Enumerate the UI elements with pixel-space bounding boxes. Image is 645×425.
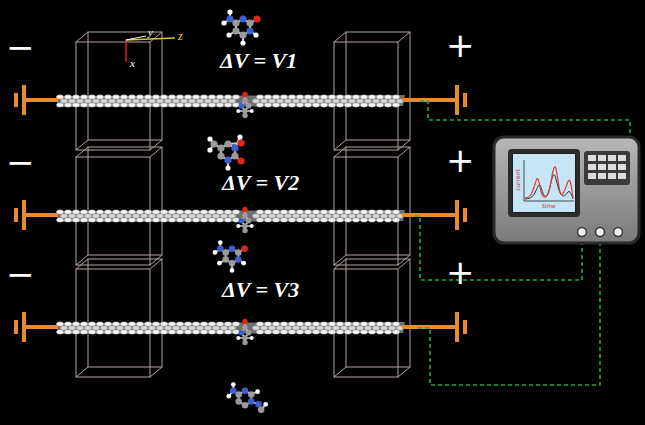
electrode-lead [16,200,465,230]
voltage-label: ΔV = V1 [220,50,297,72]
molecule [213,240,248,273]
polarity-sign: − [6,257,35,291]
electrode-box [334,32,410,150]
polarity-sign: − [6,30,35,64]
electrode-box [334,147,410,265]
measurement-wire [418,238,600,385]
meter-screen: current time [512,153,576,213]
electrode-box [76,147,162,265]
voltage-label: ΔV = V2 [222,172,299,194]
electrode-box [334,259,410,377]
axis-label: x [130,58,135,69]
molecule [221,9,260,45]
axis-label: z [178,30,183,42]
polarity-sign: − [6,145,35,179]
axis-label: y [148,27,153,38]
electrode-box [76,259,162,377]
electrode-box [76,32,162,150]
molecule [236,92,253,118]
polarity-sign: + [446,143,475,177]
polarity-sign: + [446,255,475,289]
axis-label: current [515,169,521,191]
electrode-lead [16,85,465,115]
molecule [207,134,244,170]
molecule [226,382,268,413]
molecule [236,207,253,233]
current-meter [494,137,639,243]
measurement-wire [420,101,630,137]
graphene-ribbon [56,210,405,222]
electrode-lead [16,312,465,342]
molecule [236,319,253,345]
graphene-ribbon [56,95,405,107]
polarity-sign: + [446,28,475,62]
graphene-ribbon [56,322,405,334]
axis-label: time [542,203,556,209]
voltage-label: ΔV = V3 [222,279,299,301]
